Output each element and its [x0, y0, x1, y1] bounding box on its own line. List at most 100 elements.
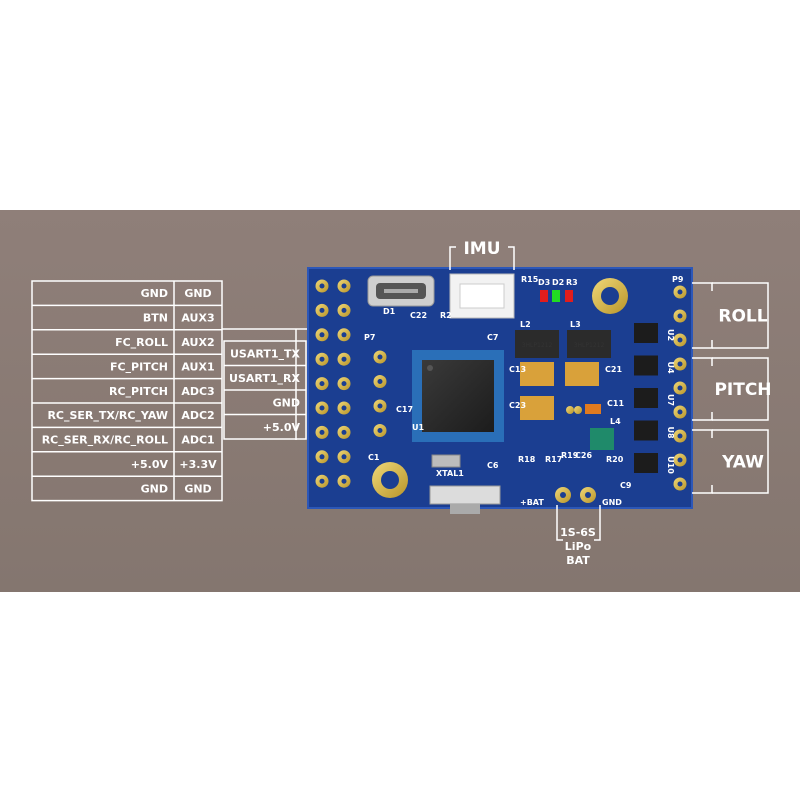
- battery-label-line: LiPo: [565, 540, 592, 553]
- usart-pad-hole: [377, 428, 383, 433]
- header-pad-hole: [319, 332, 325, 338]
- header-pad-hole: [319, 356, 325, 362]
- pin-name-label: AUX3: [181, 312, 214, 325]
- pin-function-label: +5.0V: [131, 458, 169, 471]
- usart-pad-hole: [377, 403, 383, 409]
- led-green: [552, 290, 560, 302]
- bottom-connector: [450, 504, 480, 514]
- silk-r3: R3: [566, 278, 578, 287]
- header-pad-hole: [341, 283, 347, 289]
- inductor-part-label: 3HLP1212: [574, 342, 605, 349]
- imu-bracket: IMU: [449, 239, 515, 270]
- silk-u2: U2: [666, 329, 675, 341]
- motor-label-roll: ROLL: [718, 307, 767, 327]
- led-red: [540, 290, 548, 302]
- battery-bracket: 1S-6S LiPo BAT: [556, 505, 601, 567]
- battery-plus-pad: [560, 492, 566, 498]
- usart-label: +5.0V: [263, 421, 301, 434]
- silk-d2: D2: [552, 278, 564, 287]
- motor-bracket-box: [712, 357, 769, 421]
- mounting-hole: [381, 471, 399, 489]
- silk-d1: D1: [383, 307, 396, 316]
- silk-u4: U4: [666, 361, 675, 373]
- silk-c6: C6: [487, 461, 499, 470]
- imu-connector: [449, 273, 515, 319]
- pin-name-label: AUX1: [181, 360, 214, 373]
- pin-name-label: GND: [184, 287, 211, 300]
- pin-function-label: RC_SER_RX/RC_ROLL: [42, 434, 168, 447]
- driver-chip: [634, 355, 658, 376]
- mounting-hole: [601, 287, 619, 305]
- capacitor-small: [585, 404, 601, 414]
- pin-name-label: ADC3: [181, 385, 214, 398]
- silk-r19: R19: [561, 451, 579, 460]
- silk-r2: R2: [440, 311, 452, 320]
- usart-pad-hole: [377, 379, 383, 384]
- silk-c1: C1: [368, 453, 380, 462]
- motor-pad-hole: [677, 385, 683, 391]
- driver-chip: [634, 323, 658, 343]
- motor-pad-hole: [677, 337, 683, 343]
- silk-plus-bat: +BAT: [520, 498, 544, 507]
- header-pad-hole: [341, 405, 347, 411]
- silk-c13: C13: [509, 365, 526, 374]
- pin-name-label: GND: [184, 482, 211, 495]
- motor-pad-hole: [677, 313, 683, 319]
- motor-pad-hole: [677, 457, 683, 463]
- pin-function-label: GND: [141, 482, 168, 495]
- motor-bracket-box: [712, 282, 769, 349]
- capacitor-tantalum: [520, 396, 554, 420]
- inductor-l2: 3HLP1212: [515, 330, 559, 358]
- silk-xtal1: XTAL1: [436, 469, 464, 478]
- silk-u7: U7: [666, 394, 675, 406]
- battery-gnd-pad: [585, 492, 591, 498]
- led-red: [565, 290, 573, 302]
- capacitor-tantalum: [565, 362, 599, 386]
- silk-c7: C7: [487, 333, 498, 342]
- usart-label: USART1_RX: [229, 372, 300, 385]
- silk-c26: C26: [575, 451, 592, 460]
- silk-u10: U10: [666, 456, 675, 474]
- silk-r17: R17: [545, 455, 562, 464]
- silk-u8: U8: [666, 426, 675, 438]
- right-header-pads: [673, 285, 687, 491]
- mcu-chip: [412, 350, 504, 442]
- pin-name-label: ADC1: [181, 434, 214, 447]
- motor-pad-hole: [677, 289, 683, 295]
- header-pad-hole: [341, 454, 347, 460]
- header-pad-hole: [319, 429, 325, 435]
- left-header-pads: [315, 279, 387, 488]
- silk-l3: L3: [570, 320, 581, 329]
- pad-chain: [574, 406, 582, 414]
- header-pad-hole: [319, 283, 325, 289]
- header-pad-hole: [341, 356, 347, 362]
- pin-name-label: +3.3V: [179, 458, 217, 471]
- header-pad-hole: [319, 454, 325, 460]
- silk-u1: U1: [412, 423, 424, 432]
- motor-label-yaw: YAW: [721, 453, 764, 473]
- usart-pad-hole: [377, 354, 383, 360]
- crystal: [431, 454, 461, 468]
- capacitor-tantalum: [520, 362, 554, 386]
- silk-c23: C23: [509, 401, 526, 410]
- pin-table-frame: [31, 280, 223, 502]
- silk-c22: C22: [410, 311, 427, 320]
- motor-pad-hole: [677, 481, 683, 487]
- motor-pad-hole: [677, 409, 683, 415]
- usart-label: GND: [273, 396, 300, 409]
- header-pad-hole: [341, 332, 347, 338]
- inductor-part-label: 3HLP1212: [522, 342, 553, 349]
- driver-chip: [634, 388, 658, 408]
- silk-p9: P9: [672, 275, 684, 284]
- pin-name-label: ADC2: [181, 409, 214, 422]
- pin-function-label: BTN: [143, 312, 168, 325]
- header-pad-hole: [319, 307, 325, 313]
- silk-l2: L2: [520, 320, 531, 329]
- silk-r20: R20: [606, 455, 624, 464]
- pin-function-label: GND: [141, 287, 168, 300]
